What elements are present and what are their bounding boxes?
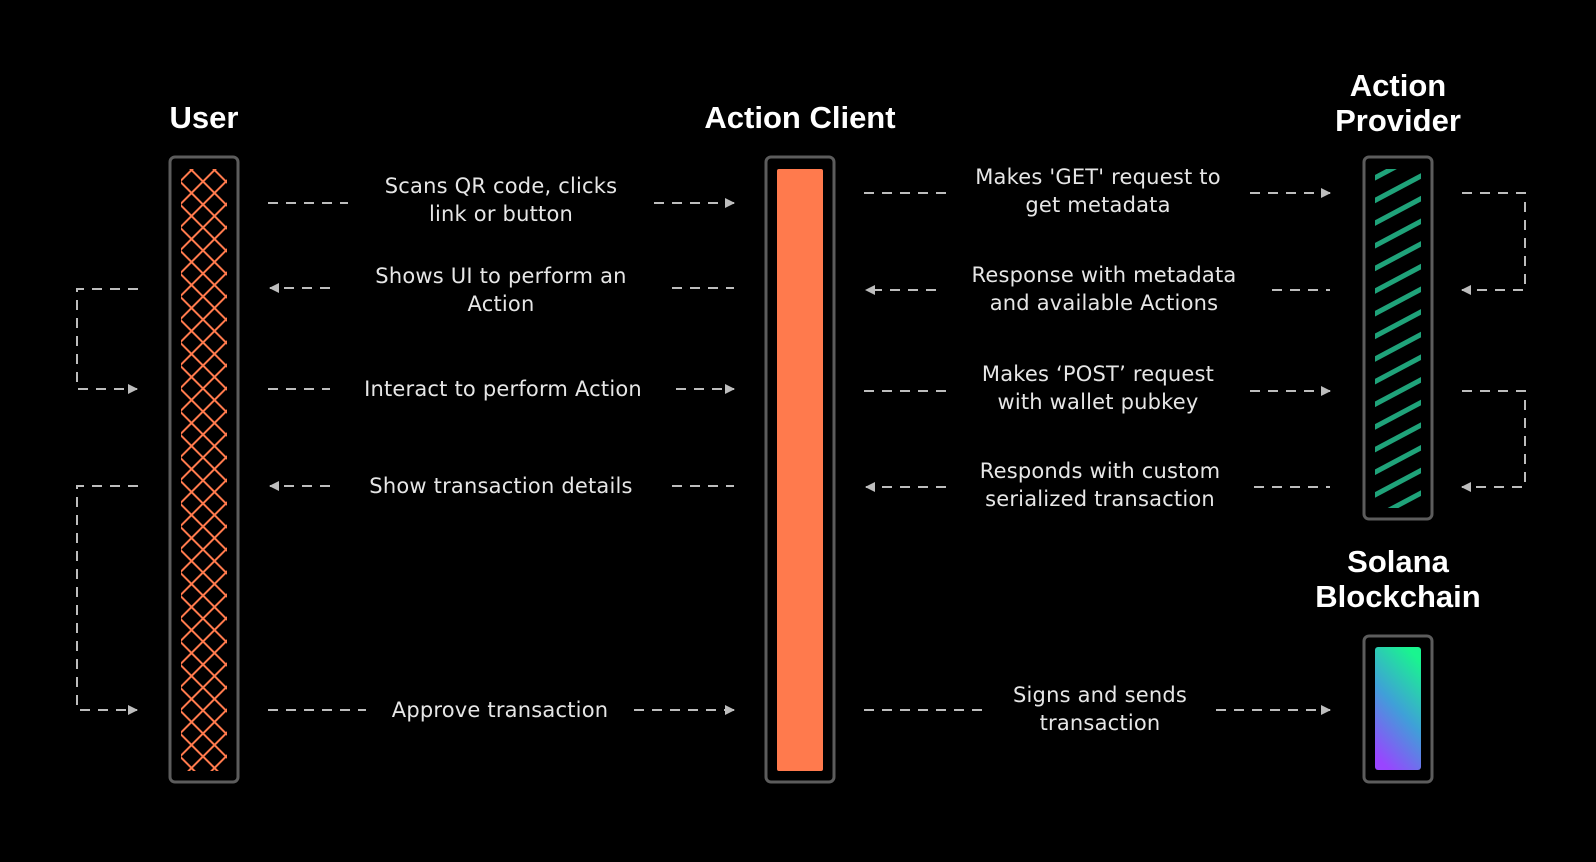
user-lifeline (168, 155, 240, 784)
message-response: Response with metadata and available Act… (971, 263, 1237, 315)
provider-title: Action Provider (1335, 68, 1461, 138)
message-get: Makes 'GET' request to get metadata (975, 165, 1221, 217)
user-self-loop-1 (76, 288, 138, 394)
message-scan: Scans QR code, clicks link or button (384, 174, 618, 226)
solana-title: Solana Blockchain (1315, 544, 1481, 614)
user-title: User (169, 100, 239, 135)
message-shows-ui: Shows UI to perform an Action (375, 264, 627, 316)
message-signs: Signs and sends transaction (1012, 683, 1188, 735)
message-post: Makes ‘POST’ request with wallet pubkey (981, 362, 1215, 414)
provider-self-loop-1 (1461, 192, 1526, 295)
client-lifeline (764, 155, 836, 784)
provider-lifeline (1362, 155, 1434, 521)
message-show-tx: Show transaction details (369, 474, 633, 498)
client-title: Action Client (704, 100, 896, 135)
message-responds-tx: Responds with custom serialized transact… (979, 459, 1221, 511)
user-self-loop-2 (76, 485, 138, 715)
message-approve: Approve transaction (391, 698, 609, 722)
message-interact: Interact to perform Action (364, 377, 642, 401)
solana-lifeline (1362, 634, 1434, 784)
provider-self-loop-2 (1461, 390, 1526, 492)
